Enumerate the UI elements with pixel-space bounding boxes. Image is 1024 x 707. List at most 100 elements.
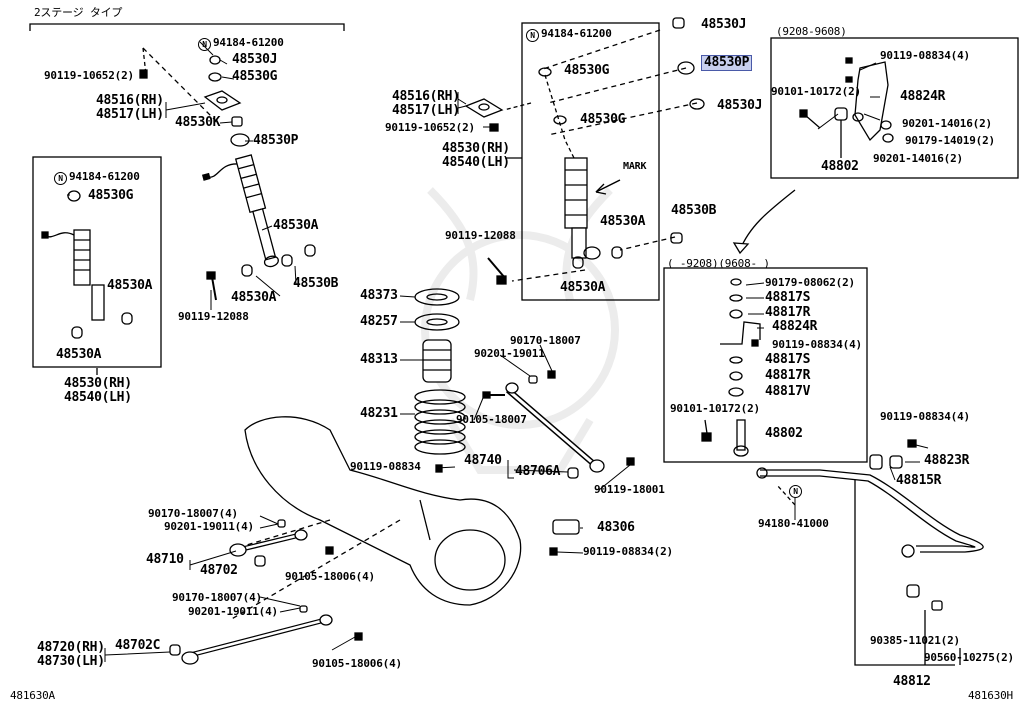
part-label: 90119-08834(2): [583, 545, 673, 558]
part-label: 90119-08834(4): [772, 338, 862, 351]
part-label: 48313: [360, 352, 398, 367]
part-label: 90119-12088: [178, 310, 249, 323]
axle-housing: [229, 416, 580, 621]
part-label: 48306: [597, 520, 635, 535]
part-label: 48817S: [765, 290, 811, 305]
part-label: 48530A: [231, 290, 277, 305]
left-boxed-shock: [41, 190, 133, 339]
part-label: 48740: [464, 453, 502, 468]
part-label: 90170-18007(4): [172, 591, 262, 604]
part-label: 48817R: [765, 368, 811, 383]
n-mark-icon: N: [526, 29, 539, 42]
part-label: 48530P: [253, 133, 299, 148]
part-label: 48530A: [560, 280, 606, 295]
part-label: 48540(LH): [442, 155, 510, 170]
part-label: 48802: [765, 426, 803, 441]
part-label: 48817V: [765, 384, 811, 399]
bracket-box-range: [663, 267, 868, 463]
part-label: 48530J: [717, 98, 763, 113]
part-label: 48530G: [232, 69, 278, 84]
part-label: 48720(RH): [37, 640, 105, 655]
part-label: 48530A: [107, 278, 153, 293]
part-label: 48812: [893, 674, 931, 689]
part-label: 90201-14016(2): [902, 117, 992, 130]
left-shock-bushings: [206, 244, 316, 301]
part-label: 90119-18001: [594, 483, 665, 496]
part-label: 48817S: [765, 352, 811, 367]
part-label: 48530(RH): [64, 376, 132, 391]
part-label: 48824R: [900, 89, 946, 104]
part-label: 90201-19011: [474, 347, 545, 360]
mark-label: MARK: [623, 161, 647, 172]
part-label: 48517(LH): [96, 107, 164, 122]
part-label: 90119-10652(2): [44, 69, 134, 82]
part-label: 48517(LH): [392, 103, 460, 118]
part-label: 90119-10652(2): [385, 121, 475, 134]
arrow-head: [732, 242, 750, 255]
part-label: 48710: [146, 552, 184, 567]
part-label: 48257: [360, 314, 398, 329]
part-label: 48516(RH): [392, 89, 460, 104]
bracket-parts-lower: [701, 278, 761, 457]
part-label: 48706A: [515, 464, 561, 479]
part-label: 90560-10275(2): [924, 651, 1014, 664]
part-label: 90170-18007: [510, 334, 581, 347]
part-label: 90119-08834(4): [880, 410, 970, 423]
n-mark-icon: N: [198, 38, 211, 51]
part-label: 48702: [200, 563, 238, 578]
part-label: 48530A: [56, 347, 102, 362]
part-label: 48530J: [701, 17, 747, 32]
lateral-rod: [482, 370, 635, 479]
part-label: 48540(LH): [64, 390, 132, 405]
part-label: 90179-08062(2): [765, 276, 855, 289]
stabilizer-bar: [756, 439, 984, 666]
part-label: 48530G: [580, 112, 626, 127]
header-label: 2ステージ タイプ: [34, 6, 123, 19]
part-label: 48530G: [564, 63, 610, 78]
upper-control-arm: [229, 519, 334, 567]
part-label: 48823R: [924, 453, 970, 468]
part-label: 90170-18007(4): [148, 507, 238, 520]
center-shock: [511, 29, 698, 282]
part-label: 48824R: [772, 319, 818, 334]
part-label: 90179-14019(2): [905, 134, 995, 147]
part-label: 48530A: [273, 218, 319, 233]
center-shock-box: [521, 22, 660, 301]
figure-code-left: 481630A: [10, 689, 55, 702]
range-label: ( -9208)(9608- ): [667, 257, 770, 270]
figure-code-right: 481630H: [968, 689, 1013, 702]
part-label: 48530A: [600, 214, 646, 229]
n-mark-icon: N: [789, 485, 802, 498]
highlighted-part-label[interactable]: 48530P: [701, 55, 753, 71]
part-label: 48530B: [293, 276, 339, 291]
part-label: 90119-08834: [350, 460, 421, 473]
part-label: 48730(LH): [37, 654, 105, 669]
header-bracket: [29, 23, 345, 31]
part-label: 90201-19011(4): [188, 605, 278, 618]
part-label: 90105-18007: [456, 413, 527, 426]
left-shock-upper-parts: [139, 47, 250, 147]
part-label: 90105-18006(4): [312, 657, 402, 670]
left-shock-body: [201, 154, 279, 268]
part-label: 48530G: [88, 188, 134, 203]
spring-stack: [414, 288, 466, 473]
arrow-to-lower-box: [739, 189, 796, 251]
part-label: 48802: [821, 159, 859, 174]
part-label: 90201-14016(2): [873, 152, 963, 165]
bracket-parts-upper: [799, 57, 894, 158]
part-label: 90101-10172(2): [670, 402, 760, 415]
part-label: 94180-41000: [758, 517, 829, 530]
part-label: 48815R: [896, 473, 942, 488]
bracket-box-9208-9608: [770, 37, 1019, 179]
n-mark-label: N: [789, 484, 804, 498]
part-label: 48516(RH): [96, 93, 164, 108]
part-label: 90385-11021(2): [870, 634, 960, 647]
part-label: 90119-12088: [445, 229, 516, 242]
lower-control-arm: [169, 605, 363, 665]
left-shock-box: [32, 156, 162, 368]
